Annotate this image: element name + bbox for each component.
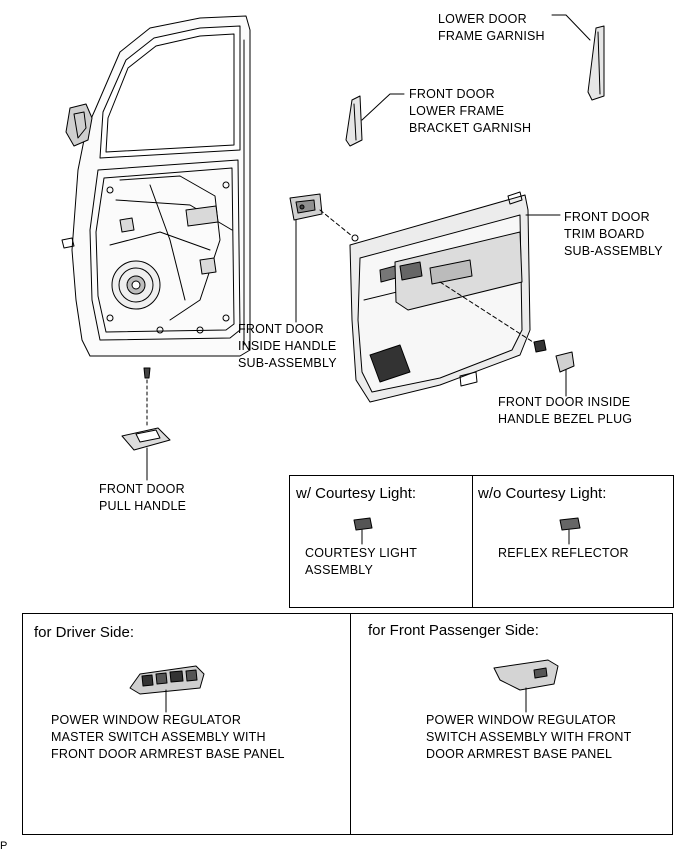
- without-courtesy-light-header: w/o Courtesy Light:: [478, 485, 607, 502]
- passenger-side-header: for Front Passenger Side:: [368, 622, 539, 639]
- corner-code: P: [0, 840, 8, 852]
- door-panel-drawing: [61, 15, 251, 357]
- label-front-door-pull-handle: FRONT DOOR PULL HANDLE: [99, 482, 187, 513]
- side-variant-box: [22, 613, 673, 835]
- label-lower-door-frame-garnish: LOWER DOOR FRAME GARNISH: [438, 12, 545, 43]
- with-courtesy-light-header: w/ Courtesy Light:: [296, 485, 417, 502]
- inside-handle-drawing: [289, 193, 323, 221]
- trim-board-drawing: [349, 191, 531, 403]
- driver-switch-drawing: [129, 665, 205, 695]
- side-box-divider: [350, 613, 351, 835]
- courtesy-box-divider: [472, 475, 473, 608]
- label-front-door-lower-frame-bracket-garnish: FRONT DOOR LOWER FRAME BRACKET GARNISH: [409, 87, 532, 135]
- driver-side-header: for Driver Side:: [34, 624, 135, 641]
- lower-door-frame-garnish-drawing: [587, 25, 605, 101]
- label-passenger-power-window-switch: POWER WINDOW REGULATOR SWITCH ASSEMBLY W…: [426, 713, 632, 761]
- label-front-door-inside-handle-bezel-plug: FRONT DOOR INSIDE HANDLE BEZEL PLUG: [498, 395, 633, 426]
- bracket-garnish-drawing: [345, 95, 363, 147]
- courtesy-light-drawing: [353, 517, 373, 531]
- label-front-door-trim-board: FRONT DOOR TRIM BOARD SUB-ASSEMBLY: [564, 210, 663, 258]
- label-reflex-reflector: REFLEX REFLECTOR: [498, 546, 629, 560]
- pull-handle-screw-drawing: [143, 367, 151, 379]
- courtesy-light-variant-box: [289, 475, 674, 608]
- reflex-reflector-drawing: [559, 517, 581, 531]
- label-front-door-inside-handle: FRONT DOOR INSIDE HANDLE SUB-ASSEMBLY: [238, 322, 337, 370]
- bezel-plug-drawing: [555, 351, 575, 373]
- label-courtesy-light-assembly: COURTESY LIGHT ASSEMBLY: [305, 546, 418, 577]
- label-driver-power-window-switch: POWER WINDOW REGULATOR MASTER SWITCH ASS…: [51, 713, 285, 761]
- screw-drawing: [533, 339, 547, 353]
- passenger-switch-drawing: [493, 659, 559, 691]
